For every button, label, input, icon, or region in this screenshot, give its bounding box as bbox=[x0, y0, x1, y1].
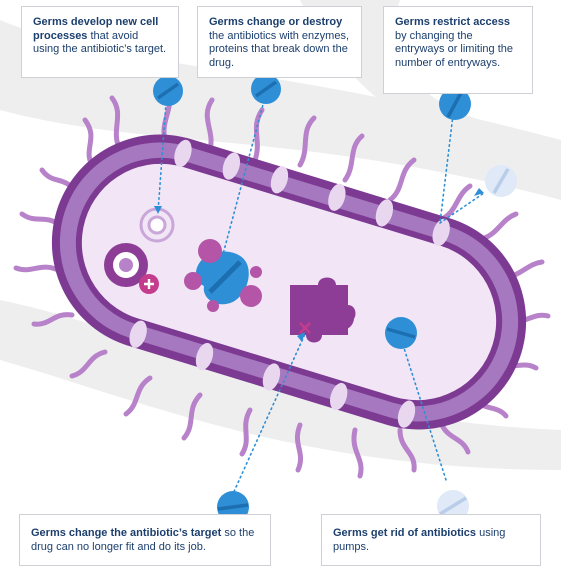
arrowheads bbox=[154, 188, 484, 342]
callout-pumps-bold: Germs get rid of antibiotics bbox=[333, 527, 477, 539]
callout-restrict-text: by changing the entryways or limiting th… bbox=[395, 29, 513, 69]
callout-develop-bold: Germs develop new cell processes bbox=[33, 16, 159, 42]
connector-lines bbox=[157, 100, 485, 497]
antibiotic-pill-icon bbox=[485, 165, 517, 197]
antibiotic-pill-icon bbox=[153, 76, 183, 106]
antibiotic-pill-icon bbox=[385, 317, 417, 349]
new-process-icon bbox=[104, 207, 175, 294]
callout-target-bold: Germs change the antibiotic’s target bbox=[31, 527, 222, 539]
callout-develop-new-processes: Germs develop new cell processes that av… bbox=[21, 6, 179, 78]
callout-change-target: Germs change the antibiotic’s target so … bbox=[19, 514, 271, 566]
enzyme-icon bbox=[184, 239, 262, 312]
callout-destroy-text: the antibiotics with enzymes, proteins t… bbox=[209, 29, 350, 69]
callout-pumps-text: using pumps. bbox=[333, 527, 506, 553]
callout-develop-text: that avoid using the antibiotic’s target… bbox=[33, 29, 167, 56]
callout-change-or-destroy: Germs change or destroy the antibiotics … bbox=[197, 6, 362, 78]
antibiotic-pill-icon bbox=[251, 74, 281, 104]
callout-destroy-bold: Germs change or destroy bbox=[209, 16, 343, 28]
callout-restrict-access: Germs restrict access by changing the en… bbox=[383, 6, 533, 94]
callout-restrict-bold: Germs restrict access bbox=[395, 16, 510, 28]
callout-target-text: so the drug can no longer fit and do its… bbox=[31, 527, 255, 553]
antibiotic-pill-icon bbox=[439, 88, 471, 120]
target-puzzle-icon bbox=[290, 277, 356, 343]
callout-get-rid-of-antibiotics: Germs get rid of antibiotics using pumps… bbox=[321, 514, 541, 566]
